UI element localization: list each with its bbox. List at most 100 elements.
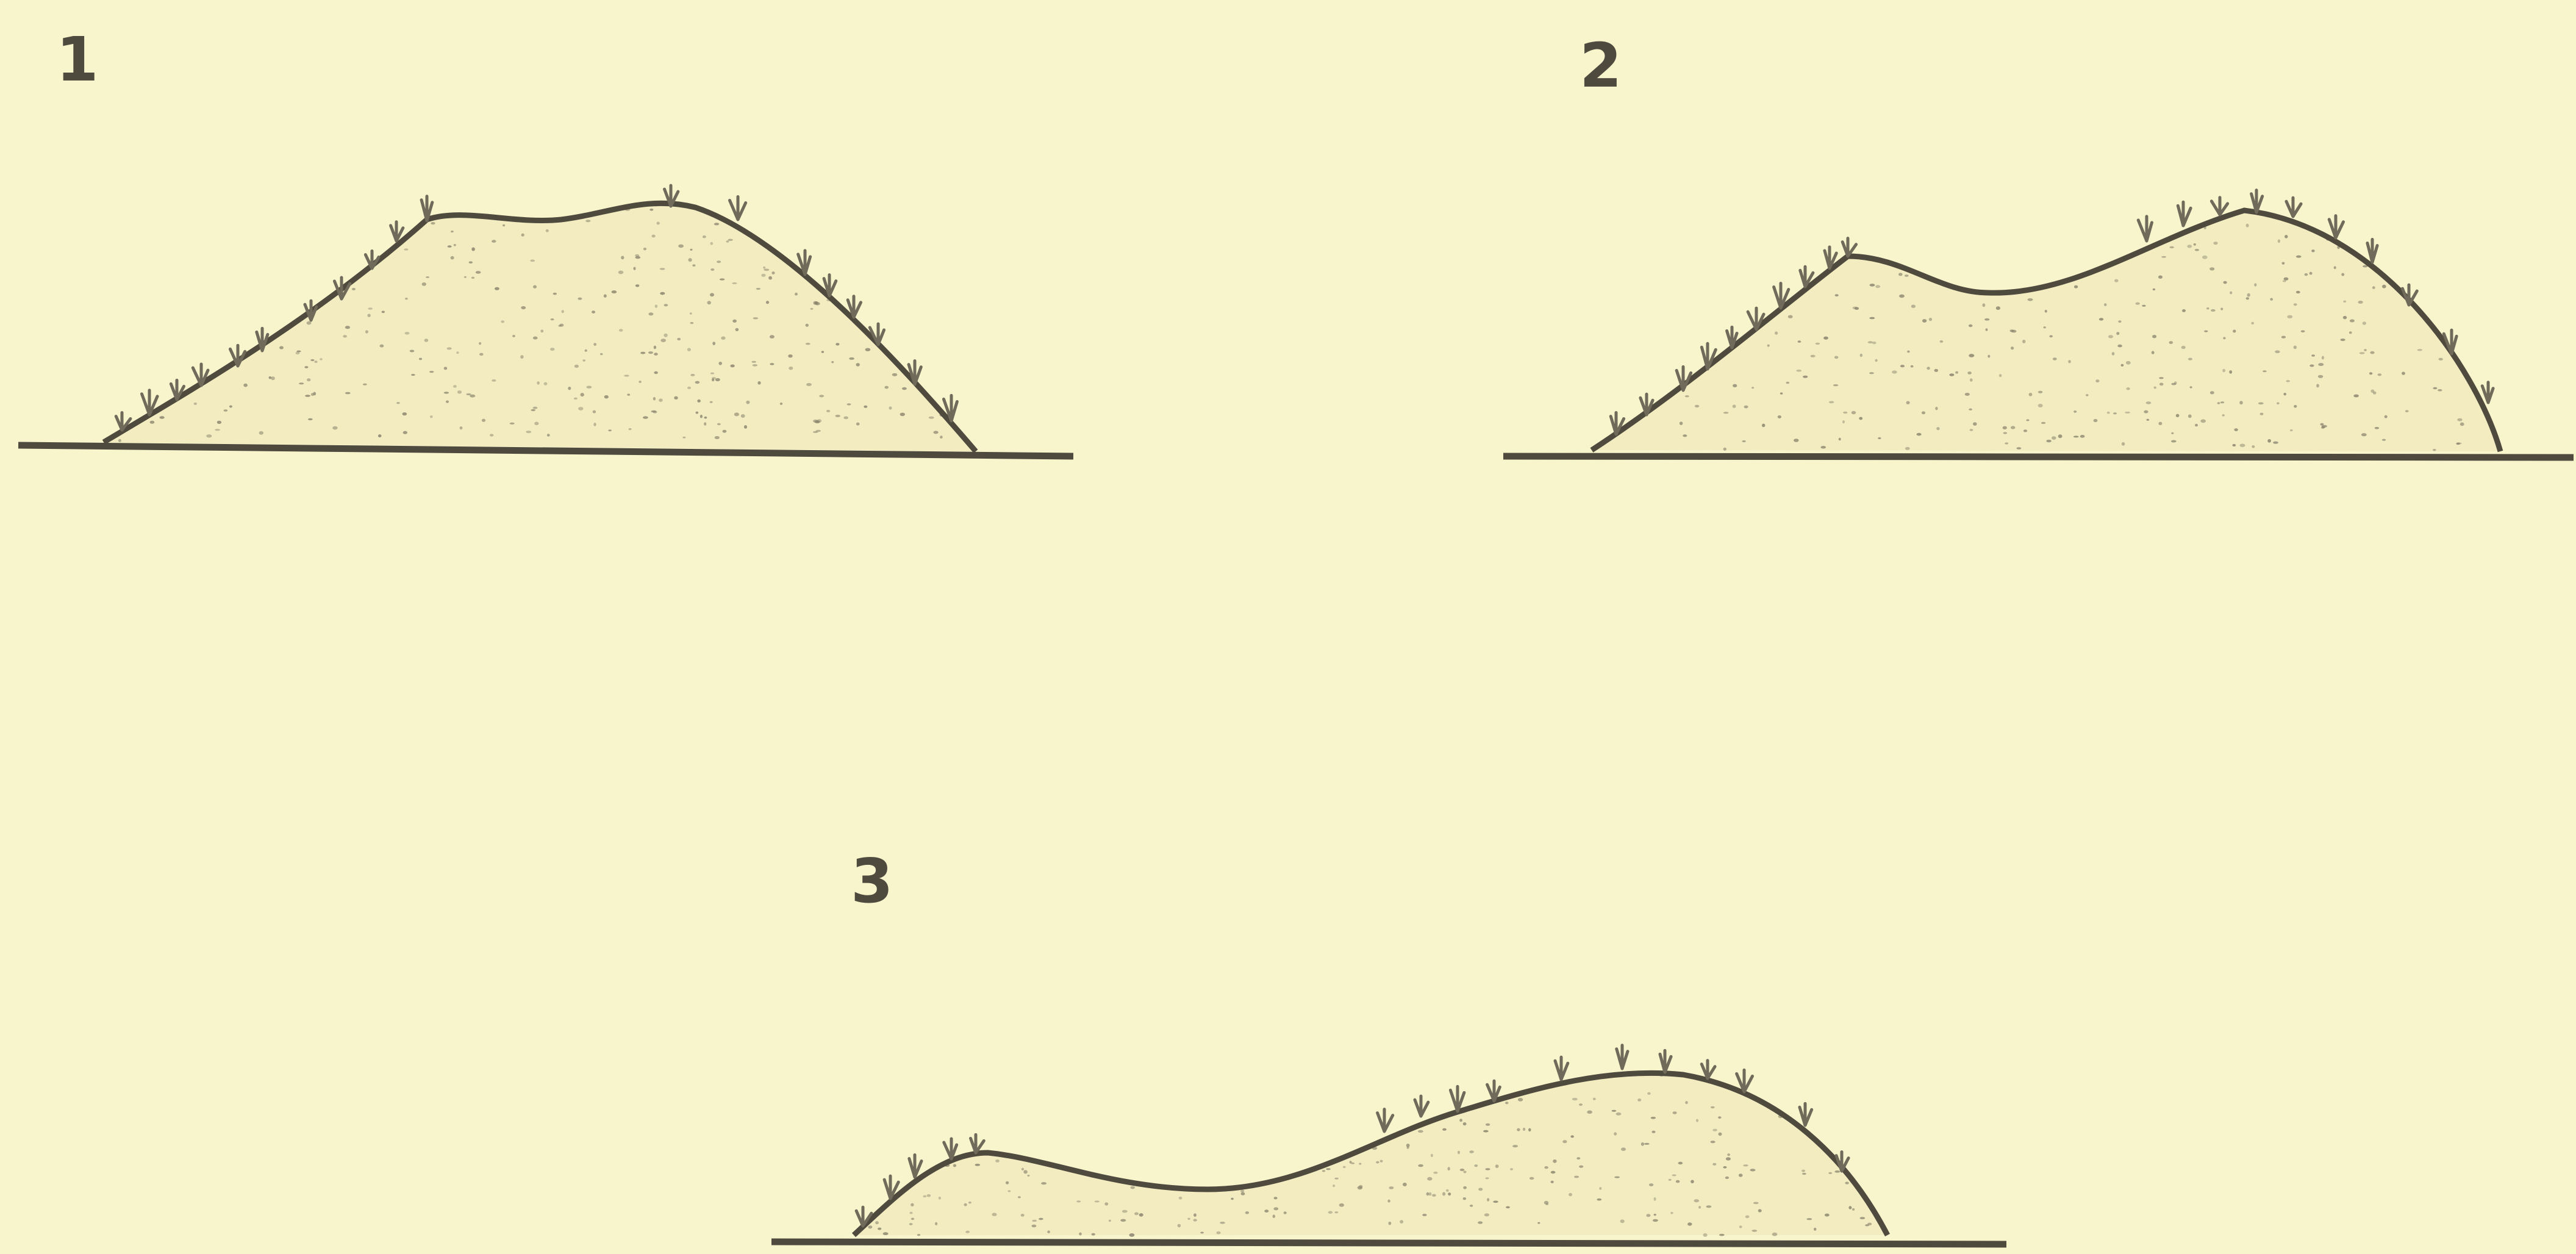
- dune-3-sand-grain: [1406, 1144, 1410, 1147]
- dune-3-sand-grain: [1723, 1166, 1727, 1169]
- dune-1-sand-grain: [653, 410, 657, 414]
- dune-3-sand-grain: [1006, 1181, 1009, 1184]
- dune-2-sand-grain: [2188, 414, 2192, 418]
- dune-3-sand-grain: [1139, 1213, 1143, 1217]
- dune-1-sand-grain: [479, 353, 484, 356]
- dune-2-sand-grain: [1985, 328, 1988, 331]
- dune-1-sand-grain: [654, 353, 658, 356]
- dune-3-sand-grain: [964, 1203, 967, 1206]
- dune-3-sand-grain: [1544, 1200, 1549, 1205]
- dune-3-sand-grain: [1445, 1189, 1449, 1192]
- dune-2-sand-grain: [2254, 283, 2257, 287]
- dune-1-sand-grain: [584, 349, 587, 352]
- dune-3-sand-grain: [1273, 1207, 1279, 1211]
- dune-2-sand-grain: [2433, 448, 2436, 451]
- dune-3-sand-grain: [1406, 1146, 1409, 1149]
- dune-3-sand-grain: [1758, 1209, 1762, 1213]
- dune-3-sand-grain: [1523, 1127, 1526, 1131]
- dune-3-sand-grain: [1562, 1140, 1567, 1144]
- dune-3-sand-grain: [965, 1230, 970, 1233]
- dune-2-sand-grain: [2073, 410, 2077, 413]
- dune-1-sand-grain: [753, 317, 759, 320]
- dune-1-sand-grain: [805, 323, 809, 327]
- dune-1-sand-grain: [928, 416, 934, 419]
- dune-3-sand-grain: [1672, 1174, 1676, 1177]
- dune-3-sand-grain: [995, 1159, 1000, 1163]
- dune-3-sand-grain: [1357, 1186, 1363, 1190]
- dune-2-sand-grain: [2286, 380, 2290, 382]
- dune-2-sand-grain: [2220, 307, 2224, 310]
- dune-1-sand-grain: [492, 379, 496, 382]
- dune-1-sand-grain: [405, 297, 408, 300]
- plant-tuft: [228, 343, 247, 368]
- dune-2-sand-grain: [2370, 351, 2375, 354]
- dune-3-sand-grain: [1273, 1197, 1278, 1200]
- dune-3-sand-grain: [1725, 1176, 1730, 1179]
- dune-1-sand-grain: [624, 374, 629, 377]
- dune-1-sand-grain: [345, 392, 351, 395]
- dune-3-sand-grain: [1703, 1233, 1708, 1237]
- dune-2-sand-grain: [1828, 401, 1834, 404]
- dune-2-sand-grain: [2309, 364, 2314, 367]
- dune-1-sand-grain: [531, 409, 535, 412]
- dune-2-sand-grain: [2200, 419, 2206, 423]
- dune-1-sand-grain: [940, 435, 943, 439]
- plant-tuft: [1413, 1094, 1430, 1118]
- dune-1-sand-grain: [447, 245, 452, 248]
- dune-1-sand-grain: [451, 231, 454, 233]
- dune-2-sand-grain: [2358, 301, 2363, 304]
- dune-1-sand-grain: [674, 396, 678, 399]
- dune-2-sand-grain: [2126, 387, 2130, 390]
- dune-2-sand-grain: [2026, 419, 2030, 421]
- dune-1-sand-grain: [690, 248, 693, 251]
- dune-1-sand-grain: [306, 321, 312, 325]
- dune-1-sand-grain: [902, 387, 907, 390]
- dune-1-sand-grain: [765, 301, 770, 304]
- dune-2-sand-grain: [1751, 387, 1755, 389]
- plant-tuft: [854, 1205, 873, 1228]
- dune-2-sand-grain: [1995, 306, 2000, 310]
- dune-3-sand-grain: [1828, 1172, 1833, 1174]
- plant-tuft: [2284, 196, 2303, 218]
- dune-1-sand-grain: [396, 402, 400, 404]
- dune-2-sand-grain: [2290, 429, 2293, 432]
- dune-1-sand-grain: [889, 406, 892, 410]
- dune-2-sand-grain: [1900, 365, 1905, 368]
- dune-3-sand-grain: [1517, 1098, 1523, 1102]
- dune-1-sand-grain: [521, 306, 526, 310]
- dune-3-sand-grain: [1718, 1116, 1722, 1119]
- dune-1-sand-grain: [223, 409, 228, 412]
- dune-3-sand-grain: [1023, 1170, 1028, 1174]
- dune-1-sand-grain: [789, 366, 793, 370]
- dune-2-sand-grain: [1859, 417, 1863, 420]
- dune-3-sand-grain: [1334, 1211, 1339, 1214]
- dune-1-sand-grain: [404, 248, 409, 251]
- dune-2-sand-grain: [1869, 372, 1874, 374]
- dune-3-sand-grain: [1647, 1092, 1651, 1095]
- dune-2-sand-grain: [2456, 442, 2462, 445]
- dune-2-sand-grain: [2120, 364, 2124, 367]
- dune-3-sand-grain: [917, 1234, 921, 1236]
- dune-3-sand-grain: [875, 1221, 879, 1225]
- dune-3-sand-grain: [1422, 1214, 1427, 1216]
- dune-2-sand-grain: [1834, 356, 1839, 359]
- dune-2-sand-grain: [2151, 351, 2155, 354]
- dune-1-sand-grain: [712, 378, 715, 382]
- dune-2-sand-grain: [2206, 307, 2209, 310]
- dune-profile-3: [771, 1044, 2007, 1248]
- dune-2-sand-grain: [1694, 404, 1700, 408]
- dune-2-sand-grain: [2106, 411, 2110, 414]
- dune-2-stipple: [1679, 223, 2464, 451]
- dune-3-sand-grain: [1469, 1205, 1473, 1207]
- dune-2-sand-grain: [1810, 354, 1816, 357]
- dune-1-sand-grain: [734, 412, 739, 417]
- dune-2-sand-grain: [2003, 432, 2008, 434]
- dune-2-sand-grain: [1875, 285, 1881, 288]
- figure-label-2: 2: [1580, 30, 1622, 101]
- dune-1-sand-grain: [585, 220, 591, 223]
- dune-3-sand-grain: [1216, 1231, 1221, 1234]
- dune-2-sand-grain: [2193, 243, 2196, 246]
- dune-3-sand-grain: [968, 1201, 971, 1204]
- dune-3-sand-grain: [1637, 1098, 1642, 1102]
